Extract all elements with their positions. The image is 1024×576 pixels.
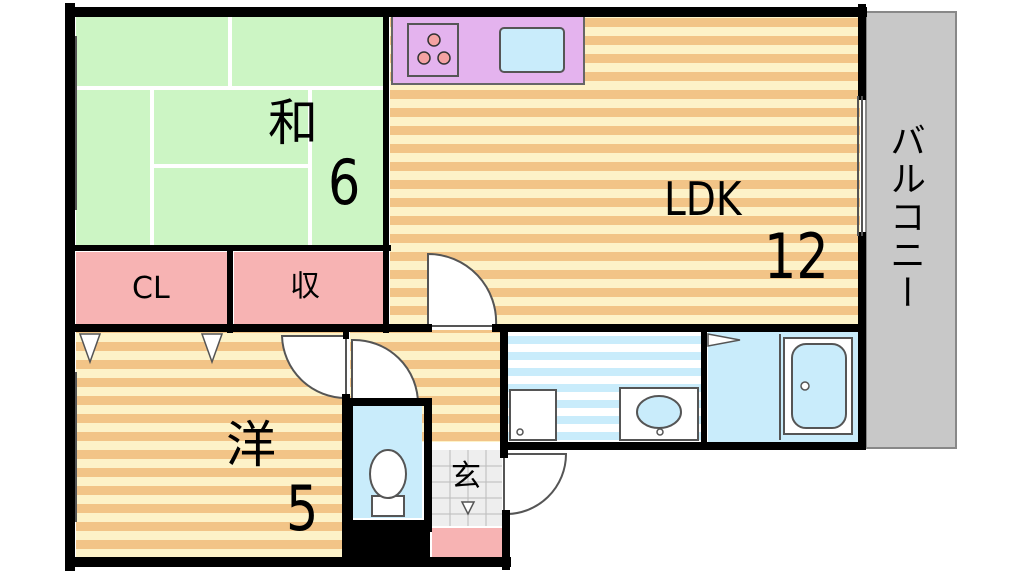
closet-label: CL [132,271,170,306]
windows [75,36,863,522]
balcony-label: バルコニー [884,122,925,312]
ldk-size: 12 [764,220,829,293]
washitsu-label: 和 [268,94,318,152]
closet-door-mark [200,333,224,365]
closet-door-mark [78,333,102,365]
walls [65,3,867,571]
youshitsu-size: 5 [286,472,319,545]
washing-machine-space [509,389,557,441]
wall-block [350,520,430,566]
washstand [619,387,699,441]
washitsu-size: 6 [328,146,361,219]
entrance-label: 玄 [451,459,481,494]
entrance-area [432,450,502,558]
closet-area [76,252,228,326]
youshitsu-label: 洋 [226,416,276,474]
ldk-label: LDK [664,172,742,226]
kitchen-counter [391,15,585,85]
toilet-room [352,406,422,518]
storage-area [234,252,386,326]
balcony-area [865,11,957,449]
storage-label: 収 [290,269,320,304]
bathtub [783,337,853,435]
washitsu-room [76,14,386,246]
door-swings [280,252,568,516]
